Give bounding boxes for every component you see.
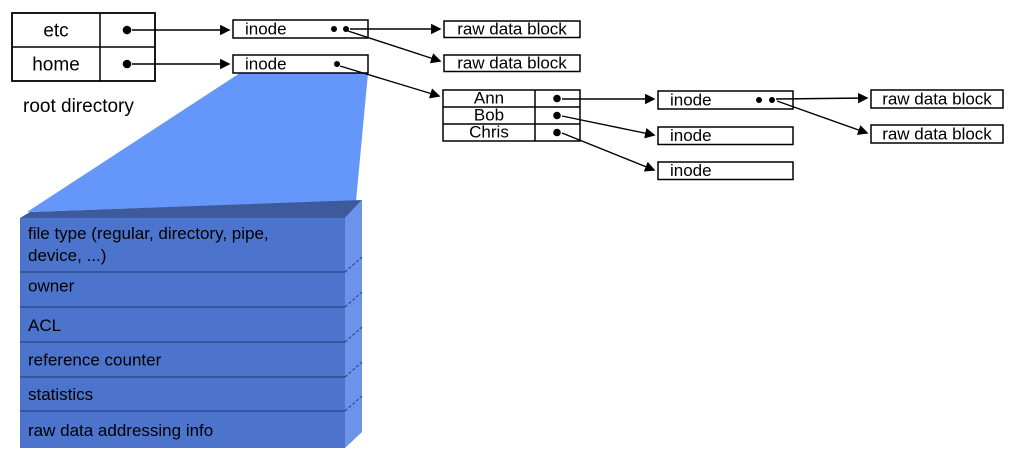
stack-side-separator: [344, 256, 363, 273]
stack-top-face: [20, 200, 362, 218]
pointer-bullet-home-block: [334, 61, 340, 67]
pointer-bullet-ann-block2: [769, 97, 775, 103]
pointer-arrows: [132, 23, 869, 172]
inode-box-ann: inode: [657, 90, 794, 110]
home-directory-table: Ann Bob Chris: [442, 89, 581, 142]
pointer-bullet-bob: [553, 111, 561, 120]
arrow-home-inode-to-home-table: [339, 65, 441, 99]
arrow-ann-inode-to-block2: [776, 100, 869, 135]
arrow-etc-inode-to-block2: [347, 30, 442, 64]
home-entry-chris: Chris: [469, 123, 509, 142]
inode-field-file-type-line2: device, ...): [28, 246, 106, 265]
root-entry-etc: etc: [43, 21, 68, 42]
inode-box-home-border: [232, 54, 369, 74]
stack-side-separator: [344, 395, 363, 412]
inode-box-chris-label: inode: [670, 161, 712, 180]
pointer-bullet-etc: [122, 25, 132, 35]
pointer-bullet-etc-block2: [343, 26, 349, 32]
inode-box-ann-border: [657, 90, 794, 110]
inode-box-etc: inode: [232, 19, 369, 39]
inode-box-home-label: inode: [245, 55, 287, 74]
pointer-bullet-home: [122, 59, 132, 69]
arrow-chris-to-inode: [561, 132, 656, 172]
stack-side-separator: [344, 326, 363, 343]
raw-data-block-4-label: raw data block: [882, 125, 992, 144]
pointer-bullet-ann: [553, 94, 561, 103]
stack-side-separator: [344, 361, 363, 378]
raw-data-block-3: raw data block: [870, 89, 1004, 109]
inode-box-home: inode: [232, 54, 369, 74]
raw-data-block-4-border: [870, 124, 1004, 144]
arrow-bob-to-inode: [561, 115, 656, 139]
raw-data-block-1-label: raw data block: [457, 20, 567, 39]
inode-box-bob-border: [657, 126, 794, 146]
raw-data-block-2-border: [443, 54, 581, 73]
root-directory-caption: root directory: [23, 96, 134, 117]
raw-data-block-1: raw data block: [443, 20, 581, 39]
inode-field-owner: owner: [28, 277, 75, 296]
inode-field-raw-data-addressing: raw data addressing info: [28, 421, 213, 440]
inode-field-statistics: statistics: [28, 385, 93, 404]
root-entry-home: home: [32, 55, 80, 76]
raw-data-block-3-border: [870, 89, 1004, 109]
root-directory-table: etc home: [11, 12, 156, 82]
inode-field-reference-counter: reference counter: [28, 351, 162, 370]
stack-side-face: [345, 200, 362, 448]
pointer-bullet-chris: [553, 128, 561, 137]
inode-box-chris-border: [657, 161, 794, 181]
raw-data-block-3-label: raw data block: [882, 90, 992, 109]
inode-field-file-type-line1: file type (regular, directory, pipe,: [28, 224, 269, 243]
raw-data-block-2: raw data block: [443, 54, 581, 73]
inode-box-etc-label: inode: [245, 20, 287, 39]
home-entry-bob: Bob: [474, 106, 504, 125]
pointer-bullet-etc-block1: [331, 26, 337, 32]
arrow-ann-inode-to-block1: [775, 92, 869, 104]
inode-field-acl: ACL: [28, 316, 61, 335]
home-entry-ann: Ann: [474, 89, 504, 108]
inode-box-bob: inode: [657, 126, 794, 146]
stack-front-face: [20, 218, 345, 448]
magnifier-wedge: [27, 73, 368, 212]
stack-side-separator: [344, 291, 363, 308]
inode-box-chris: inode: [657, 161, 794, 181]
raw-data-block-1-border: [443, 20, 581, 39]
inode-box-ann-label: inode: [670, 91, 712, 110]
raw-data-block-2-label: raw data block: [457, 54, 567, 73]
pointer-bullet-ann-block1: [756, 97, 762, 103]
inode-detail-stack: file type (regular, directory, pipe, dev…: [20, 200, 363, 448]
inode-box-bob-label: inode: [670, 126, 712, 145]
raw-data-block-4: raw data block: [870, 124, 1004, 144]
